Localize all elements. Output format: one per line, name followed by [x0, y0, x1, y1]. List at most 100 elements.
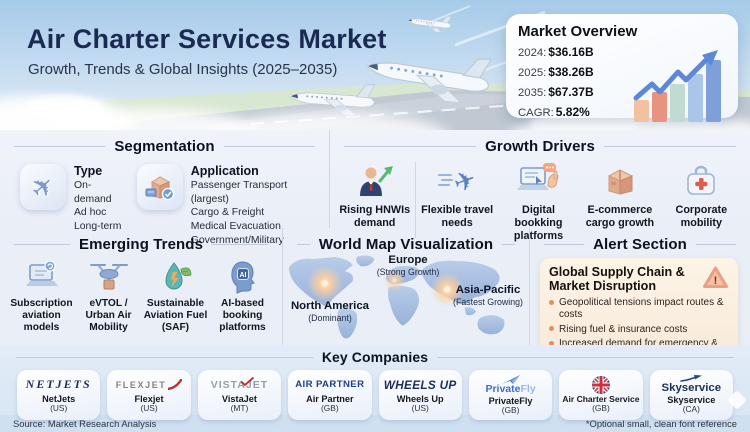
region-europe: Europe (Strong Growth): [376, 254, 440, 277]
page-title: Air Charter Services Market: [27, 24, 387, 54]
subscription-laptop-icon: [24, 258, 60, 296]
driver-ecommerce-cargo: E-commerce cargo growth: [579, 160, 660, 244]
company-card-vistajet: VISTAJET VistaJet (MT): [197, 370, 282, 420]
world-map-section: World Map Visualization: [283, 228, 530, 345]
skyservice-plane-icon: [680, 375, 703, 383]
market-overview-card: Market Overview 2024:$36.16B 2025:$38.26…: [506, 14, 738, 123]
alert-section: Alert Section Global Supply Chain & Mark…: [530, 228, 750, 369]
trend-saf: Sustainable Aviation Fuel (SAF): [142, 258, 209, 335]
corporate-case-icon: [685, 160, 717, 202]
svg-text:!: !: [714, 275, 718, 287]
wheels-up-logo: WHEELS UP: [383, 377, 457, 392]
divider-line: [297, 244, 310, 245]
emerging-trends-section: Emerging Trends Subs: [0, 228, 283, 345]
alert-bullet: Geopolitical tensions impact routes & co…: [549, 297, 729, 321]
group-heading: Type: [74, 164, 103, 178]
company-card-privatefly: PrivateFly PrivateFly (GB): [468, 370, 553, 420]
divider-line: [212, 244, 268, 245]
paper-plane-icon: [501, 375, 520, 385]
divider-line: [16, 356, 313, 358]
divider-line: [344, 146, 477, 147]
stat-cagr: CAGR:5.82%: [518, 104, 590, 119]
font-reference-note: *Optional small, clean font reference: [585, 418, 737, 429]
netjets-logo: NETJETS: [25, 377, 92, 392]
company-card-wheels-up: WHEELS UP Wheels Up (US): [378, 370, 462, 420]
alert-bullet: Rising fuel & insurance costs: [549, 324, 729, 336]
fast-plane-icon: ✈: [438, 162, 481, 199]
segmentation-section: Segmentation ✈ Type On-demand Ad hoc Lon…: [0, 130, 330, 246]
driver-digital-booking: Digital bookking platforms: [498, 160, 579, 244]
key-companies-section: Key Companies NETJETS NetJets (US) FLEXJ…: [0, 345, 750, 420]
row-segmentation-drivers: Segmentation ✈ Type On-demand Ad hoc Lon…: [0, 130, 750, 246]
driver-flexible-travel: ✈ Flexible travel needs: [416, 160, 497, 244]
divider-line: [14, 146, 106, 147]
region-asia-pacific: Asia-Pacific (Fastest Growing): [453, 284, 523, 307]
divider-line: [544, 244, 585, 245]
market-overview-title: Market Overview: [518, 23, 638, 40]
bullet-dot: [549, 299, 554, 305]
group-item: Long-term: [74, 221, 122, 233]
growth-arrow-icon: [633, 57, 709, 101]
company-cards-row: NETJETS NetJets (US) FLEXJET Flexjet (US…: [0, 365, 750, 420]
stat-2035: 2035:$67.37B: [518, 84, 594, 99]
eco-droplet-icon: [160, 258, 192, 296]
market-overview-stats: 2024:$36.16B 2025:$38.26B 2035:$67.37B C…: [518, 43, 632, 122]
group-heading: Application: [190, 164, 259, 178]
vertical-divider: [415, 162, 417, 238]
businessman-growth-icon: [356, 160, 394, 202]
air-partner-logo: AIR PARTNER: [295, 379, 365, 391]
bullet-dot: [549, 340, 554, 346]
group-item: Medical Evacuation: [190, 221, 281, 233]
airplane-icon: ✈: [20, 164, 66, 210]
divider-line: [695, 244, 737, 245]
company-card-air-partner: AIR PARTNER Air Partner (GB): [288, 370, 372, 420]
key-companies-header: Key Companies: [0, 345, 750, 365]
header: Air Charter Services Market Growth, Tren…: [0, 0, 750, 130]
world-map-title: World Map Visualization: [318, 236, 494, 253]
divider-line: [603, 146, 737, 147]
key-companies-title: Key Companies: [321, 349, 429, 365]
flexjet-logo: FLEXJET: [115, 379, 167, 390]
laptop-booking-icon: [516, 160, 562, 202]
trend-ai-booking: AI AI-based booking platforms: [209, 258, 276, 335]
row-trends-map-alert: Emerging Trends Subs: [0, 228, 750, 369]
stat-2025: 2025:$38.26B: [518, 64, 594, 79]
group-item: Government/Military: [190, 234, 284, 246]
footer: Source: Market Research Analysis *Option…: [0, 415, 750, 432]
emerging-trends-title: Emerging Trends: [78, 236, 204, 253]
divider-line: [223, 146, 316, 147]
alert-title: Alert Section: [593, 236, 687, 253]
group-item: Passenger Transport (largest): [190, 180, 288, 205]
trend-subscription: Subscription aviation models: [8, 258, 75, 335]
group-item: Cargo & Freight: [190, 207, 265, 219]
vistajet-logo: VISTAJET: [210, 378, 269, 391]
divider-line: [502, 244, 516, 245]
cargo-parcel-icon: [136, 164, 183, 210]
company-card-netjets: NETJETS NetJets (US): [17, 370, 101, 420]
group-item: Ad hoc: [74, 207, 107, 219]
company-card-air-charter-service: Air Charter Service (GB): [559, 370, 643, 420]
driver-rising-hnwis: Rising HNWIs demand: [334, 160, 415, 244]
flexjet-swoosh-icon: [168, 379, 183, 391]
world-map-header: World Map Visualization: [283, 228, 529, 253]
divider-line: [437, 356, 734, 358]
privatefly-logo: PrivateFly: [485, 383, 536, 396]
growth-drivers-header: Growth Drivers: [330, 130, 750, 155]
svg-text:AI: AI: [239, 272, 246, 279]
world-map-graphic: North America (Dominant) Europe (Strong …: [283, 253, 529, 345]
union-jack-icon: [591, 375, 610, 394]
alert-heading: Global Supply Chain & Market Disruption: [549, 265, 685, 294]
company-card-flexjet: FLEXJET Flexjet (US): [107, 370, 191, 420]
page-subtitle: Growth, Trends & Global Insights (2025–2…: [28, 61, 338, 78]
mini-bar-chart: [633, 50, 721, 123]
bullet-dot: [549, 326, 554, 332]
region-north-america: North America (Dominant): [290, 300, 370, 323]
company-card-skyservice: Skyservice Skyservice (CA): [649, 370, 733, 420]
alert-header: Alert Section: [530, 228, 750, 253]
cargo-box-icon: [604, 160, 636, 202]
ai-head-icon: AI: [228, 258, 258, 296]
emerging-trends-header: Emerging Trends: [0, 228, 282, 253]
segmentation-header: Segmentation: [0, 130, 329, 155]
driver-corporate-mobility: Corporate mobility: [661, 160, 742, 244]
